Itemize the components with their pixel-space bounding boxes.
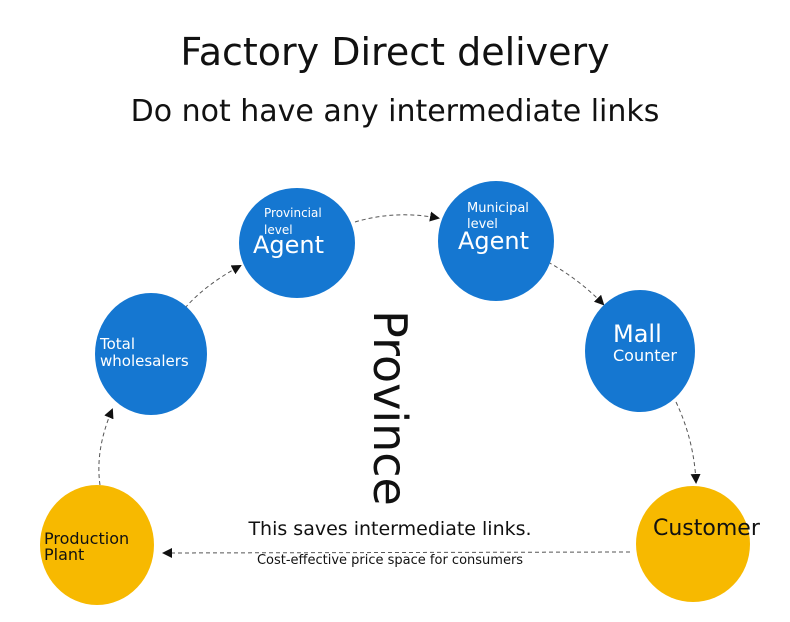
node-provincial-agent-big: Agent <box>253 231 325 259</box>
cost-note: Cost-effective price space for consumers <box>256 553 524 568</box>
node-municipal-agent-small1: Municipal <box>467 201 529 216</box>
arrow-wholesalers-to-provincial <box>184 265 242 309</box>
province-text: Province <box>363 309 417 506</box>
node-customer-label: Customer <box>653 516 760 541</box>
node-municipal-agent-small2: level <box>467 217 498 232</box>
arrow-mall-to-customer <box>675 401 701 484</box>
diagram-title: Factory Direct delivery <box>180 30 610 74</box>
arrow-municipal-to-mall <box>547 261 605 306</box>
node-municipal-agent-big: Agent <box>458 227 530 255</box>
node-production-plant-line2: Plant <box>44 545 85 564</box>
center-province-label: Province <box>348 305 432 510</box>
node-provincial-agent-small1: Provincial <box>264 206 322 220</box>
node-total-wholesalers-line1: Total <box>100 335 136 353</box>
diagram-subtitle: Do not have any intermediate links <box>130 94 660 129</box>
arrow-provincial-to-municipal <box>354 211 440 223</box>
node-customer: Customer <box>636 486 760 602</box>
node-provincial-agent: Provincial level Agent <box>239 188 355 298</box>
arrow-customer-to-plant <box>162 547 631 558</box>
saves-note: This saves intermediate links. <box>248 518 532 540</box>
node-total-wholesalers: Total wholesalers <box>95 293 207 415</box>
arrow-plant-to-wholesalers <box>98 408 114 486</box>
node-mall-counter-big: Mall <box>613 320 662 348</box>
node-mall-counter: Mall Counter <box>585 290 695 412</box>
node-production-plant-line1: Production <box>44 529 130 548</box>
node-mall-counter-small: Counter <box>613 346 677 365</box>
node-municipal-agent: Municipal level Agent <box>438 181 554 301</box>
node-total-wholesalers-line2: wholesalers <box>100 352 189 370</box>
node-production-plant: Production Plant <box>40 485 154 605</box>
node-provincial-agent-small2: level <box>264 223 293 237</box>
